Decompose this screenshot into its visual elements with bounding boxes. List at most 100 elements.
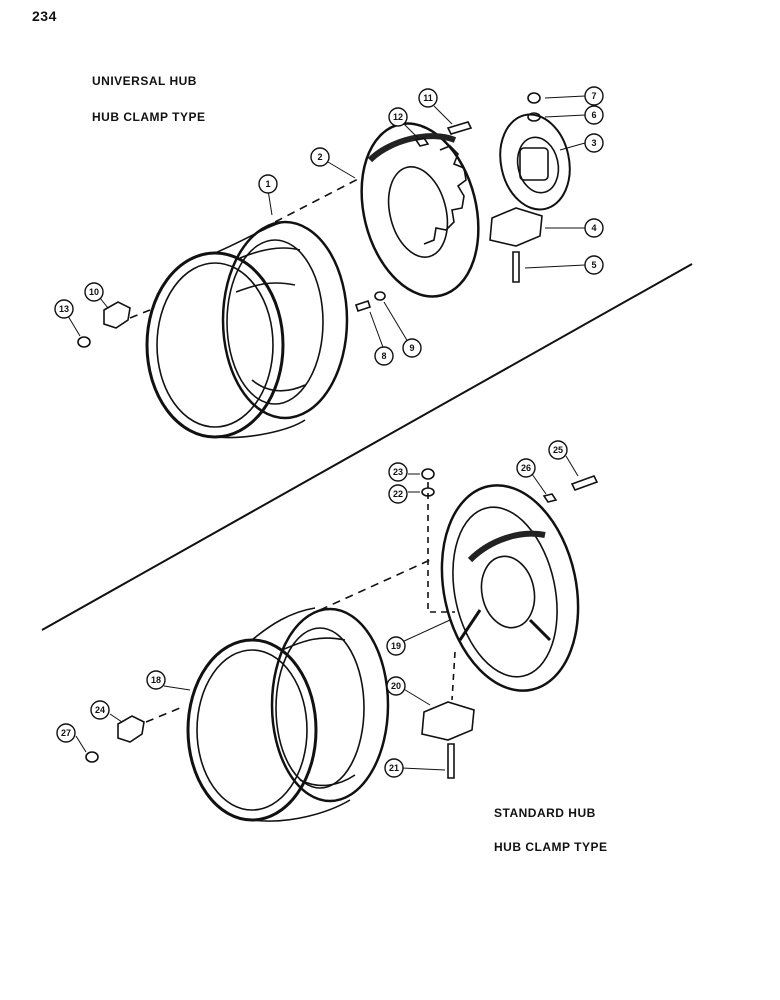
callout-circle (516, 458, 536, 478)
callout-7: 7 (584, 86, 604, 106)
section-divider-line (41, 263, 693, 631)
lower-wheel-rim (186, 607, 390, 822)
page-number: 234 (32, 8, 57, 24)
callout-number: 18 (151, 675, 161, 685)
callout-1: 1 (258, 174, 278, 194)
callout-number: 19 (391, 641, 401, 651)
lower-nut-26 (542, 493, 558, 503)
callout-number: 1 (265, 179, 270, 189)
callout-circle (90, 700, 110, 720)
callout-number: 20 (391, 681, 401, 691)
callout-21: 21 (384, 758, 404, 778)
upper-bolt-8 (354, 299, 372, 313)
callout-number: 24 (95, 705, 105, 715)
callout-2: 2 (310, 147, 330, 167)
callout-circle (584, 255, 604, 275)
callout-number: 12 (393, 112, 403, 122)
callout-number: 6 (591, 110, 596, 120)
callout-circle (388, 107, 408, 127)
upper-section-title: UNIVERSAL HUB (92, 74, 197, 88)
callout-number: 10 (89, 287, 99, 297)
callout-circle (584, 133, 604, 153)
callout-13: 13 (54, 299, 74, 319)
callout-circle (584, 218, 604, 238)
callout-24: 24 (90, 700, 110, 720)
callout-circle (386, 636, 406, 656)
callout-circle (84, 282, 104, 302)
callout-circle (402, 338, 422, 358)
callout-23: 23 (388, 462, 408, 482)
lower-wheel-center (440, 484, 580, 692)
callout-number: 2 (317, 152, 322, 162)
callout-number: 27 (61, 728, 71, 738)
callout-circle (548, 440, 568, 460)
lower-bolt-25 (570, 475, 599, 491)
upper-bolt-11 (446, 121, 473, 135)
callout-circle (310, 147, 330, 167)
upper-hub (499, 113, 571, 211)
callout-circle (418, 88, 438, 108)
callout-number: 21 (389, 763, 399, 773)
callout-circle (386, 676, 406, 696)
upper-wheel-rim (145, 220, 349, 439)
callout-number: 11 (423, 93, 433, 103)
callout-circle (146, 670, 166, 690)
upper-nut-7 (527, 92, 541, 104)
callout-number: 26 (521, 463, 531, 473)
upper-section-subtitle: HUB CLAMP TYPE (92, 110, 206, 124)
callout-number: 8 (381, 351, 386, 361)
callout-number: 7 (591, 91, 596, 101)
lower-nut-23 (421, 468, 435, 480)
callout-circle (388, 462, 408, 482)
callout-19: 19 (386, 636, 406, 656)
callout-4: 4 (584, 218, 604, 238)
callout-8: 8 (374, 346, 394, 366)
upper-washer-9 (374, 291, 386, 301)
callout-number: 3 (591, 138, 596, 148)
callout-circle (56, 723, 76, 743)
callout-circle (374, 346, 394, 366)
callout-number: 5 (591, 260, 596, 270)
callout-number: 25 (553, 445, 563, 455)
lower-section-subtitle: HUB CLAMP TYPE (494, 840, 608, 854)
callout-number: 9 (409, 343, 414, 353)
lower-clamp-24 (117, 715, 145, 743)
callout-circle (384, 758, 404, 778)
callout-number: 13 (59, 304, 69, 314)
callout-6: 6 (584, 105, 604, 125)
callout-number: 23 (393, 467, 403, 477)
callout-10: 10 (84, 282, 104, 302)
callout-27: 27 (56, 723, 76, 743)
callout-12: 12 (388, 107, 408, 127)
callout-11: 11 (418, 88, 438, 108)
callout-3: 3 (584, 133, 604, 153)
upper-bolt-5 (512, 251, 520, 283)
callout-9: 9 (402, 338, 422, 358)
callout-5: 5 (584, 255, 604, 275)
callout-20: 20 (386, 676, 406, 696)
lower-washer-22 (421, 487, 435, 497)
callout-leaders (67, 95, 586, 771)
callout-26: 26 (516, 458, 536, 478)
lower-hub-clamp-20 (421, 701, 475, 741)
upper-nut-12 (414, 137, 430, 147)
lower-section-title: STANDARD HUB (494, 806, 596, 820)
lower-bolt-21 (447, 743, 455, 779)
upper-clamp-10 (103, 301, 131, 329)
callout-circle (584, 86, 604, 106)
callout-circle (388, 484, 408, 504)
callout-number: 4 (591, 223, 596, 233)
callout-circle (584, 105, 604, 125)
upper-nut-13 (77, 336, 91, 348)
upper-hub-clamp-4 (489, 207, 543, 247)
callout-number: 22 (393, 489, 403, 499)
callout-circle (54, 299, 74, 319)
callout-18: 18 (146, 670, 166, 690)
callout-25: 25 (548, 440, 568, 460)
upper-wheel-disc (360, 122, 480, 298)
upper-washer-6 (527, 112, 541, 122)
callout-circle (258, 174, 278, 194)
